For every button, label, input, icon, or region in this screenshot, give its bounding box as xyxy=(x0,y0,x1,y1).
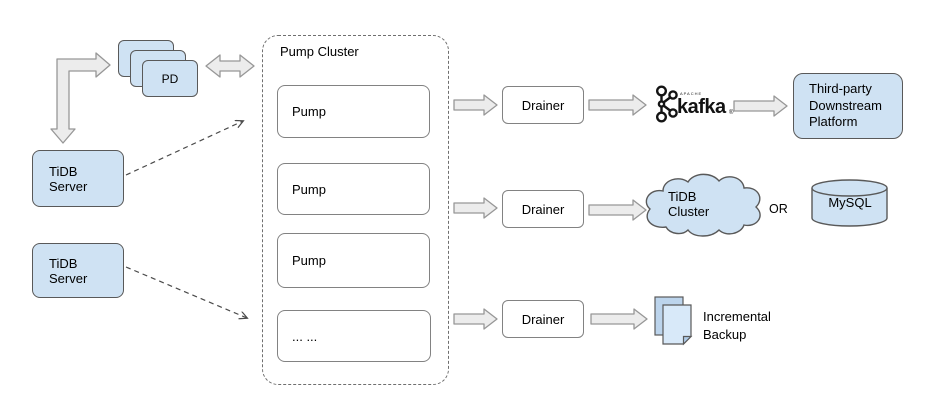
kafka-apache-text: APACHE xyxy=(680,91,703,96)
drainer-2-label: Drainer xyxy=(521,201,565,217)
pump-node-3: Pump xyxy=(277,233,430,288)
tidb-pd-elbow-arrow xyxy=(50,52,111,144)
pump-ellipsis-label: ... ... xyxy=(292,328,318,344)
dashed-arrow-tidb2-pump xyxy=(125,266,247,318)
incremental-backup-label: Incremental Backup xyxy=(703,309,771,342)
pump-3-label: Pump xyxy=(292,253,326,268)
pd-node: PD xyxy=(142,60,198,97)
dashed-arrow-tidb1-pump xyxy=(125,121,243,176)
pump-cluster-title: Pump Cluster xyxy=(280,44,359,59)
pump-1-label: Pump xyxy=(292,104,326,119)
tidb-server-2: TiDB Server xyxy=(32,243,124,298)
third-party-platform-label: Third-party Downstream Platform xyxy=(809,81,882,130)
pump-node-ellipsis: ... ... xyxy=(277,310,431,362)
tidb-server-2-label: TiDB Server xyxy=(49,255,88,286)
drainer-node-3: Drainer xyxy=(502,300,584,338)
tidb-cluster-cloud xyxy=(645,173,761,237)
drainer-3-label: Drainer xyxy=(521,311,565,327)
kafka-wordmark: kafka xyxy=(677,96,726,118)
mysql-cylinder xyxy=(811,179,888,227)
kafka-logo-icon xyxy=(656,85,678,123)
block-arrow-drainer-backup xyxy=(590,308,648,330)
block-arrow-drainer-kafka xyxy=(588,94,647,116)
third-party-platform-node: Third-party Downstream Platform xyxy=(793,73,903,139)
block-arrow-pump-drainer-2 xyxy=(453,197,498,219)
block-arrow-kafka-thirdparty xyxy=(733,95,788,117)
pd-pump-double-arrow xyxy=(205,54,255,78)
or-label: OR xyxy=(769,202,788,216)
block-arrow-pump-drainer-1 xyxy=(453,94,498,116)
drainer-1-label: Drainer xyxy=(521,97,565,113)
pump-cluster-container xyxy=(262,35,449,385)
block-arrow-pump-drainer-3 xyxy=(453,308,498,330)
mysql-label: MySQL xyxy=(828,195,872,210)
kafka-trademark: ® xyxy=(729,110,734,116)
tidb-cluster-label: TiDB Cluster xyxy=(668,189,710,219)
incremental-backup-icon xyxy=(654,296,693,346)
pump-node-1: Pump xyxy=(277,85,430,138)
drainer-node-2: Drainer xyxy=(502,190,584,228)
tidb-server-1-label: TiDB Server xyxy=(49,163,88,194)
pd-label: PD xyxy=(161,71,179,86)
drainer-node-1: Drainer xyxy=(502,86,584,124)
tidb-server-1: TiDB Server xyxy=(32,150,124,207)
pump-2-label: Pump xyxy=(292,181,326,197)
block-arrow-drainer-tidbcluster xyxy=(588,199,647,221)
pump-node-2: Pump xyxy=(277,163,430,215)
